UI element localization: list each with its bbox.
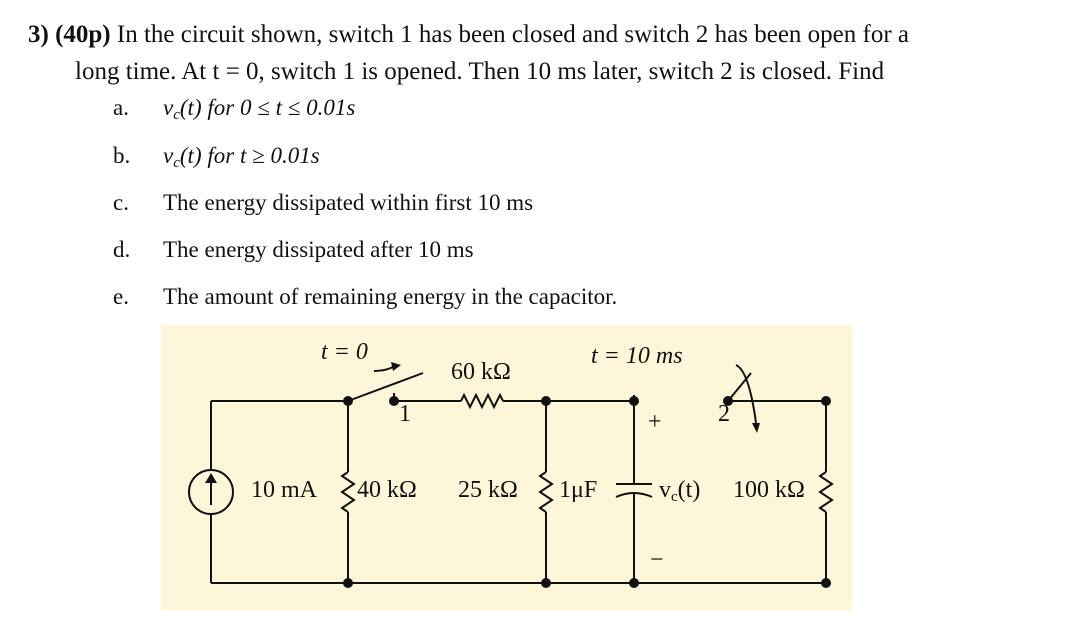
resistor-100k (818, 471, 834, 513)
r1-label: 40 kΩ (357, 477, 417, 503)
switch-2-arrow (735, 364, 757, 424)
resistor-40k (340, 471, 356, 513)
problem-line-2: long time. At t = 0, switch 1 is opened.… (75, 58, 885, 85)
series-resistor-label: 60 kΩ (451, 359, 511, 385)
item-math: vc(t) for t ≥ 0.01s (163, 143, 320, 171)
series-resistor-60k (460, 392, 504, 410)
switch-2-number: 2 (718, 401, 730, 427)
problem-number: 3) (28, 21, 49, 48)
problem-statement: 3) (40p) In the circuit shown, switch 1 … (28, 16, 1073, 90)
question-item-d: d. The energy dissipated after 10 ms (113, 237, 474, 263)
question-item-a: a. vc(t) for 0 ≤ t ≤ 0.01s (113, 95, 355, 124)
question-item-c: c. The energy dissipated within first 10 … (113, 190, 533, 216)
plus-sign: + (648, 409, 662, 435)
switch-1-arrow (373, 366, 394, 372)
switch-1-number: 1 (399, 401, 411, 427)
item-label: e. (113, 284, 129, 309)
item-label: b. (113, 143, 131, 168)
problem-line-1: In the circuit shown, switch 1 has been … (110, 21, 910, 48)
switch-2-blade (727, 372, 752, 402)
question-item-b: b. vc(t) for t ≥ 0.01s (113, 143, 320, 172)
switch-2-time-label: t = 10 ms (591, 343, 683, 369)
item-label: d. (113, 237, 131, 262)
item-text: The energy dissipated within first 10 ms (163, 190, 534, 215)
circuit-schematic (188, 362, 834, 588)
r2-label: 25 kΩ (458, 477, 518, 503)
problem-points: (40p) (55, 21, 111, 48)
r3-label: 100 kΩ (733, 477, 805, 503)
item-text: The amount of remaining energy in the ca… (163, 284, 618, 309)
minus-sign: − (650, 547, 664, 573)
vc-label: vc(t) (659, 477, 701, 505)
capacitor-label: 1μF (559, 477, 598, 503)
question-item-e: e. The amount of remaining energy in the … (113, 284, 617, 310)
resistor-25k (538, 471, 554, 513)
switch-1-time-label: t = 0 (321, 339, 368, 365)
item-label: c. (113, 190, 129, 215)
switch-1-blade (347, 372, 424, 402)
item-text: The energy dissipated after 10 ms (163, 237, 474, 262)
current-source (188, 469, 234, 515)
circuit-diagram: t = 0 1 60 kΩ t = 10 ms 2 + 10 mA 40 kΩ … (161, 325, 852, 610)
item-math: vc(t) for 0 ≤ t ≤ 0.01s (163, 95, 356, 123)
item-label: a. (113, 95, 129, 120)
source-label: 10 mA (251, 477, 317, 503)
